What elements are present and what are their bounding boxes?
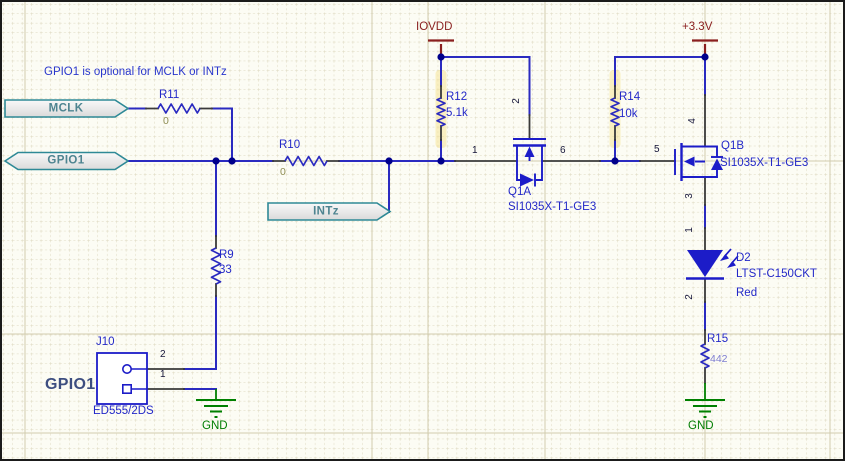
connector-j10[interactable] [96, 352, 148, 405]
r12-value[interactable]: 5.1k [446, 107, 468, 119]
q1b-substrate-arrow [684, 156, 695, 167]
r9-value[interactable]: 33 [219, 264, 232, 276]
r12-ref[interactable]: R12 [446, 91, 468, 103]
j10-pin1-number: 1 [160, 369, 166, 380]
r14-ref[interactable]: R14 [619, 91, 641, 103]
r10-value[interactable]: 0 [280, 166, 286, 178]
q1a-part[interactable]: SI1035X-T1-GE3 [508, 201, 597, 213]
mosfet-q1a[interactable] [513, 138, 546, 187]
r14-value[interactable]: 10k [619, 108, 638, 120]
q1a-pin6-number: 6 [560, 145, 566, 156]
j10-ref[interactable]: J10 [96, 336, 115, 348]
gnd-label-left: GND [202, 420, 228, 432]
led-d2[interactable] [686, 248, 739, 280]
q1b-pin4-number: 4 [687, 118, 698, 124]
q1a-body-diode [520, 173, 534, 187]
r15-ref[interactable]: R15 [707, 333, 729, 345]
q1b-pin3-number: 3 [684, 193, 695, 199]
q1a-ref[interactable]: Q1A [508, 186, 532, 198]
ground-symbol-left[interactable] [196, 389, 236, 418]
port-mclk-label: MCLK [48, 101, 84, 114]
note-text[interactable]: GPIO1 is optional for MCLK or INTz [44, 66, 227, 78]
q1a-substrate-arrow [524, 146, 535, 157]
pin-leads [145, 85, 706, 390]
j10-pin2-number: 2 [160, 349, 166, 360]
r9-ref[interactable]: R9 [219, 249, 234, 261]
q1a-pin1-number: 1 [472, 145, 478, 156]
port-intz[interactable] [267, 202, 392, 221]
d2-pin1-number: 1 [684, 227, 695, 233]
j10-pin2-circle [122, 363, 133, 374]
d2-ref[interactable]: D2 [736, 252, 751, 264]
port-intz-label: INTz [313, 204, 339, 217]
q1b-pin5-number: 5 [654, 144, 660, 155]
led-light-arrows [720, 248, 739, 268]
r11-value[interactable]: 0 [163, 115, 169, 127]
d2-variant[interactable]: Red [736, 287, 758, 299]
gnd-label-right: GND [688, 420, 714, 432]
wires[interactable] [127, 56, 706, 390]
j10-net-label[interactable]: GPIO1 [45, 376, 96, 393]
resistor-r9[interactable] [210, 247, 222, 285]
ground-symbol-right[interactable] [685, 383, 725, 418]
power-label-iovdd[interactable]: IOVDD [416, 21, 453, 33]
j10-part[interactable]: ED555/2DS [93, 405, 154, 417]
port-gpio1-label: GPIO1 [47, 154, 85, 167]
resistor-r14[interactable] [610, 97, 620, 127]
r10-ref[interactable]: R10 [279, 139, 301, 151]
d2-pin2-number: 2 [684, 294, 695, 300]
q1b-part[interactable]: SI1035X-T1-GE3 [720, 157, 809, 169]
r15-value[interactable]: 442 [710, 353, 728, 365]
port-mclk[interactable] [4, 99, 130, 118]
mosfet-q1b[interactable] [674, 143, 723, 181]
q1a-pin2-number: 2 [511, 98, 522, 104]
port-gpio1[interactable] [3, 151, 130, 171]
resistor-r10[interactable] [284, 155, 328, 167]
resistor-r12[interactable] [436, 97, 446, 127]
junction-dots [212, 53, 709, 165]
j10-pin1-square [122, 383, 133, 394]
q1b-body-diode [711, 158, 723, 170]
q1b-ref[interactable]: Q1B [721, 140, 745, 152]
r11-ref[interactable]: R11 [159, 89, 180, 101]
d2-part[interactable]: LTST-C150CKT [736, 268, 817, 280]
resistor-r15[interactable] [700, 343, 710, 369]
resistor-r11[interactable] [157, 103, 201, 114]
power-label-3v3[interactable]: +3.3V [682, 21, 713, 33]
